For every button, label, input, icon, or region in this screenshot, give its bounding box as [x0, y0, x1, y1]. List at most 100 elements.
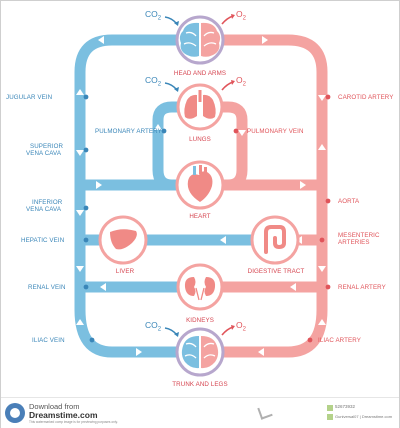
arrow [76, 210, 84, 216]
dot-iliac-artery [307, 337, 313, 343]
arrow [100, 283, 106, 291]
dot-hepatic [83, 237, 89, 243]
o2-arrow-head [221, 15, 234, 25]
label-mesenteric-1: MESENTERIC [338, 232, 380, 239]
co2-label-trunk: CO2 [145, 320, 162, 333]
dot-carotid [325, 94, 331, 100]
download-from-text: Download from [29, 402, 80, 411]
arrow [318, 266, 326, 272]
o2-arrow-trunk [221, 326, 234, 336]
label-trunk-and-legs: TRUNK AND LEGS [172, 381, 228, 388]
gas-arrows [164, 14, 235, 337]
intestine-icon [264, 225, 286, 254]
arrow [318, 95, 326, 101]
dreamstime-site-text[interactable]: Dreamstime.com [29, 410, 98, 420]
label-superior-2: VENA CAVA [26, 150, 62, 157]
co2-label-head: CO2 [145, 9, 162, 22]
dot-pulmonary-vein [233, 128, 239, 134]
o2-label-lungs: O2 [236, 75, 246, 88]
label-renal-artery: RENAL ARTERY [338, 284, 386, 291]
label-liver: LIVER [115, 268, 135, 275]
vena-cava [74, 175, 180, 358]
arrow [300, 181, 306, 189]
digestive-node [250, 215, 300, 265]
kidney-left-icon [184, 277, 196, 296]
dot-superior [83, 147, 89, 153]
dot-mesenteric [319, 237, 325, 243]
watermark-footer: Download from Dreamstime.com This waterm… [1, 397, 399, 428]
liver-icon [110, 229, 137, 250]
arrow [76, 89, 84, 95]
lung-left-icon [184, 94, 197, 119]
label-carotid-artery: CAROTID ARTERY [338, 94, 394, 101]
label-head-and-arms: HEAD AND ARMS [173, 70, 227, 77]
credit-text: Guniversal07 | Dreamstime.com [335, 414, 393, 419]
label-jugular-vein: JUGULAR VEIN [6, 94, 53, 101]
arrow [96, 181, 102, 189]
id-icon [327, 405, 333, 411]
arrow [238, 130, 246, 136]
arrow [76, 319, 84, 325]
credit-icon [327, 414, 333, 420]
label-inferior-2: VENA CAVA [26, 206, 62, 213]
kidneys-node [176, 263, 224, 311]
image-id-text: 52673932 [335, 404, 356, 409]
lungs-node [176, 83, 224, 131]
liver-node [98, 215, 148, 265]
arrow [318, 144, 326, 150]
label-heart: HEART [189, 213, 211, 220]
label-pulmonary-artery: PULMONARY ARTERY [95, 128, 162, 135]
label-dots [83, 94, 331, 343]
dot-pulmonary-artery [161, 128, 167, 134]
disclaimer-text: This watermarked comp image is for previ… [29, 420, 118, 424]
arrow [262, 36, 268, 44]
label-iliac-artery: ILIAC ARTERY [318, 337, 361, 344]
flow-arrows [76, 36, 326, 356]
o2-label-head: O2 [236, 9, 246, 22]
arrow [290, 283, 296, 291]
kidney-right-icon [204, 277, 216, 296]
dot-iliac-vein [89, 337, 95, 343]
label-digestive-tract: DIGESTIVE TRACT [247, 268, 305, 275]
dot-renal-artery [325, 284, 331, 290]
dreamstime-logo-inner [10, 408, 20, 418]
dot-jugular [83, 94, 89, 100]
arterial-system [215, 34, 328, 358]
label-iliac-vein: ILIAC VEIN [32, 337, 65, 344]
dot-inferior [83, 205, 89, 211]
brain-left-icon [179, 22, 199, 57]
arrow [220, 236, 226, 244]
leaf-decoration-icon [257, 404, 273, 420]
label-superior-1: SUPERIOR [30, 143, 64, 150]
dot-aorta [325, 198, 331, 204]
vein-upper-loop [74, 34, 180, 175]
label-inferior-1: INFERIOR [32, 199, 63, 206]
brain-right-icon [201, 22, 221, 57]
arrow [154, 124, 162, 130]
heart-icon [187, 171, 213, 202]
arrow [318, 319, 326, 325]
arrow [98, 36, 104, 44]
lung-right-icon [203, 94, 216, 119]
label-pulmonary-vein: PULMONARY VEIN [247, 128, 304, 135]
trachea-icon [198, 90, 202, 102]
dot-renal-vein [83, 284, 89, 290]
label-aorta: AORTA [338, 198, 360, 205]
arrow [136, 348, 142, 356]
heart-node [175, 160, 225, 210]
label-renal-vein: RENAL VEIN [28, 284, 66, 291]
o2-label-trunk: O2 [236, 320, 246, 333]
o2-arrow-lungs [221, 81, 234, 91]
label-lungs: LUNGS [189, 136, 211, 143]
arrow [258, 348, 264, 356]
label-kidneys: KIDNEYS [186, 317, 214, 324]
trunk-node [175, 327, 225, 377]
head-node [175, 15, 225, 65]
arrow [76, 150, 84, 156]
arrow [76, 266, 84, 272]
co2-label-lungs: CO2 [145, 75, 162, 88]
label-hepatic-vein: HEPATIC VEIN [21, 237, 65, 244]
artery-upper-loop [220, 34, 328, 358]
label-mesenteric-2: ARTERIES [338, 239, 370, 246]
